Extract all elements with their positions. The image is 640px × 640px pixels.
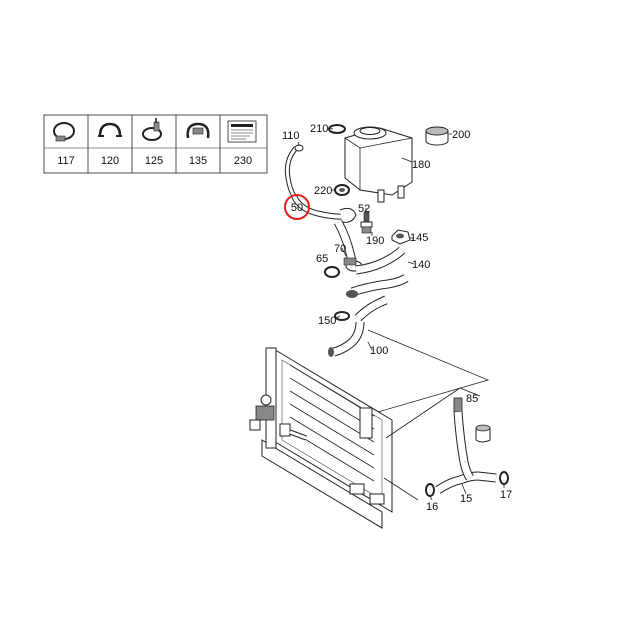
temperature-sensor bbox=[360, 211, 373, 234]
hose-85 bbox=[453, 397, 469, 463]
legend-label-230: 230 bbox=[234, 155, 252, 167]
callout-100: 100 bbox=[370, 345, 388, 357]
seal-65 bbox=[324, 266, 340, 278]
spring-clip-icon bbox=[98, 122, 122, 137]
callout-16: 16 bbox=[426, 501, 438, 513]
warning-label-icon bbox=[227, 120, 257, 143]
legend-strip: 117 120 125 135 230 bbox=[43, 114, 268, 174]
callout-70: 70 bbox=[334, 243, 346, 255]
callout-52: 52 bbox=[358, 203, 370, 215]
connector-145 bbox=[391, 229, 411, 245]
callout-140: 140 bbox=[412, 259, 430, 271]
callout-150: 150 bbox=[318, 315, 336, 327]
callout-85: 85 bbox=[466, 393, 478, 405]
callout-200: 200 bbox=[452, 129, 470, 141]
callout-15: 15 bbox=[460, 493, 472, 505]
radiator bbox=[261, 347, 393, 529]
sleeve-fitting bbox=[475, 424, 491, 443]
hose-50 bbox=[291, 194, 357, 223]
seal-150 bbox=[334, 311, 350, 321]
hose-clamp-icon bbox=[53, 122, 75, 142]
legend-label-120: 120 bbox=[101, 155, 119, 167]
radiator-valve-assembly bbox=[249, 394, 307, 441]
legend-label-117: 117 bbox=[57, 155, 75, 167]
expansion-tank bbox=[344, 126, 413, 203]
leader-lines bbox=[297, 127, 505, 501]
hose-110 bbox=[284, 144, 304, 198]
callout-17: 17 bbox=[500, 489, 512, 501]
callout-65: 65 bbox=[316, 253, 328, 265]
hose-140 bbox=[346, 246, 409, 298]
callout-190: 190 bbox=[366, 235, 384, 247]
callout-50: 50 bbox=[291, 202, 303, 214]
callout-labels: 110 210 200 180 220 52 190 145 70 65 140… bbox=[282, 123, 512, 513]
callout-220: 220 bbox=[314, 185, 332, 197]
tank-mount-rubber bbox=[334, 184, 350, 196]
clamp-clip-icon bbox=[186, 122, 210, 139]
callout-145: 145 bbox=[410, 232, 428, 244]
callout-210: 210 bbox=[310, 123, 328, 135]
hose-100 bbox=[328, 295, 388, 357]
legend-label-135: 135 bbox=[189, 155, 207, 167]
callout-180: 180 bbox=[412, 159, 430, 171]
hose-70 bbox=[334, 219, 363, 272]
highlight-marker-50[interactable]: 50 bbox=[284, 194, 310, 220]
screw-clamp-icon bbox=[142, 118, 162, 141]
tank-cap bbox=[425, 126, 449, 146]
callout-110: 110 bbox=[282, 130, 300, 142]
hose-15 bbox=[435, 461, 497, 494]
legend-label-125: 125 bbox=[145, 155, 163, 167]
seal-16 bbox=[425, 483, 435, 497]
seal-17 bbox=[499, 471, 509, 485]
tank-seal-ring bbox=[328, 124, 346, 134]
